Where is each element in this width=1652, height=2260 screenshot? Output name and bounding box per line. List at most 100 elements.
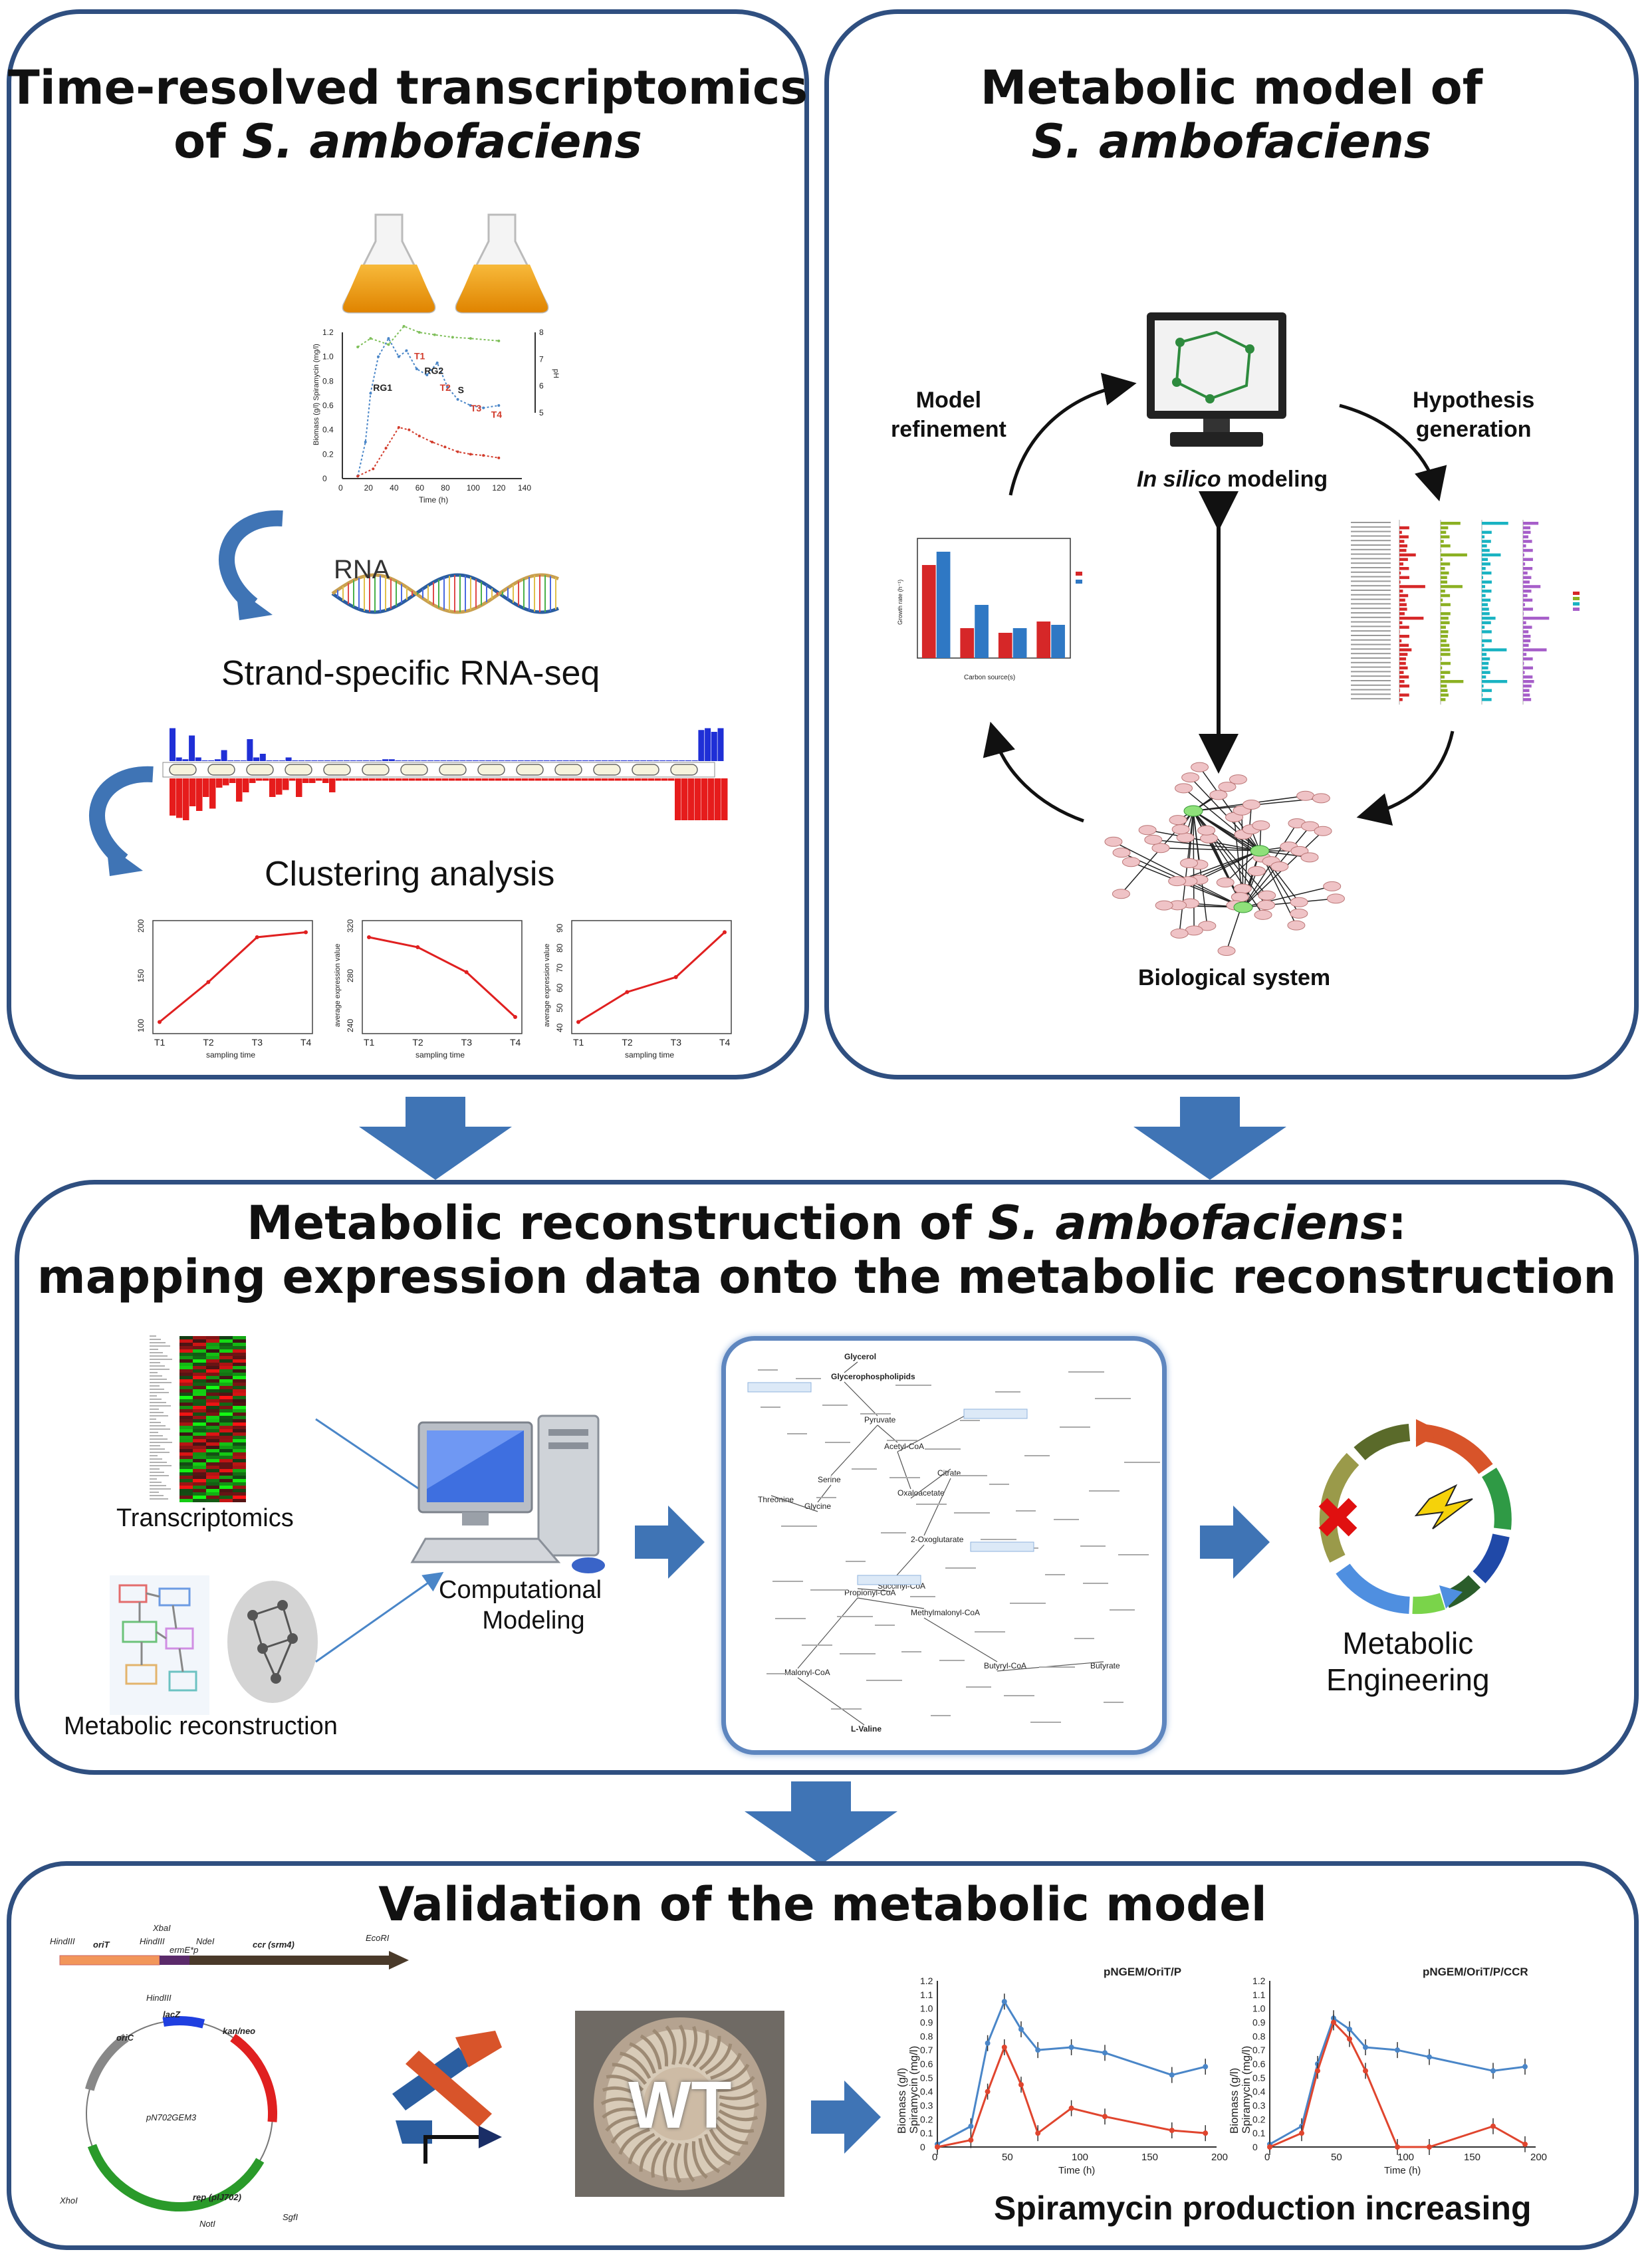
growth-biomass-line-point xyxy=(435,361,439,364)
row-label-placeholder xyxy=(1351,608,1391,610)
forward-strand-bar xyxy=(195,757,201,761)
growth-right-tick: 5 xyxy=(539,408,544,417)
val-x-label: Time (h) xyxy=(1384,2165,1421,2176)
forward-strand-bar xyxy=(472,760,479,761)
reverse-strand-bar xyxy=(289,778,296,781)
forward-strand-bar xyxy=(621,760,627,761)
heatmap-cell xyxy=(219,1472,233,1476)
pathway-metabolite: Oxaloacetate xyxy=(897,1488,945,1498)
heatmap-cell xyxy=(219,1469,233,1472)
heatmap-cell xyxy=(219,1482,233,1486)
panel2-title-species: S. ambofaciens xyxy=(1031,114,1432,169)
colony-ridge xyxy=(683,2142,695,2182)
growth-annotation: T1 xyxy=(414,350,425,361)
val-data-point xyxy=(1395,2144,1400,2150)
heatmap-cell xyxy=(179,1363,193,1366)
heatmap-cell xyxy=(193,1426,206,1429)
network-hub-node xyxy=(1233,901,1253,913)
hypothesis-bar xyxy=(1482,666,1488,670)
hypothesis-bar xyxy=(1399,635,1409,638)
heatmap-cell xyxy=(179,1379,193,1383)
hypothesis-bar xyxy=(1482,616,1496,620)
network-node xyxy=(1290,897,1308,907)
hypothesis-bar xyxy=(1441,639,1447,643)
cluster-y-tick: 240 xyxy=(346,1019,355,1032)
pathway-metabolite: Methylmalonyl-CoA xyxy=(911,1608,980,1617)
heatmap-cell xyxy=(179,1419,193,1422)
heatmap-cell xyxy=(233,1349,246,1353)
forward-strand-bar xyxy=(208,760,215,761)
heatmap-cell xyxy=(193,1432,206,1436)
val-y-tick: 1.1 xyxy=(1252,1989,1266,2000)
wt-label: WT xyxy=(628,2068,732,2142)
hypothesis-bar xyxy=(1523,553,1524,557)
network-node xyxy=(1257,900,1276,911)
gene-box xyxy=(516,764,544,776)
rna-wave-icon xyxy=(331,573,559,614)
heatmap-cell xyxy=(179,1432,193,1436)
heatmap-cell xyxy=(233,1376,246,1379)
growth-ph-line-point xyxy=(433,333,436,336)
heatmap-cell xyxy=(193,1486,206,1489)
cluster-point xyxy=(464,970,469,974)
cluster-point xyxy=(625,990,630,994)
hypothesis-bar xyxy=(1399,689,1401,693)
right-arrow-icon xyxy=(635,1506,705,1579)
network-edge xyxy=(1179,810,1194,934)
heatmap-cell xyxy=(206,1462,219,1466)
growth-biomass-line-point xyxy=(446,386,449,389)
val-series-line xyxy=(937,2046,1206,2148)
heatmap-cell xyxy=(193,1416,206,1419)
heatmap-cell xyxy=(193,1403,206,1406)
heatmap-cell xyxy=(193,1436,206,1439)
forward-strand-bar xyxy=(646,760,653,761)
row-label-placeholder xyxy=(1351,598,1391,600)
reverse-strand-bar xyxy=(502,778,509,781)
model-refinement-line1: Model xyxy=(915,388,982,413)
pathway-minor-label xyxy=(1039,1666,1075,1668)
reverse-strand-bar xyxy=(389,778,396,781)
heatmap-cell xyxy=(206,1399,219,1403)
pathway-minor-label xyxy=(1110,1609,1135,1611)
reverse-strand-bar xyxy=(435,778,442,781)
val-data-point xyxy=(1068,2045,1074,2050)
heatmap-cell xyxy=(219,1376,233,1379)
forward-strand-bar xyxy=(627,760,634,761)
heatmap-cell xyxy=(219,1459,233,1462)
val-x-tick: 100 xyxy=(1397,2152,1414,2163)
reverse-strand-bar xyxy=(535,778,542,781)
hypothesis-bar xyxy=(1482,540,1491,543)
heatmap-cell xyxy=(233,1426,246,1429)
reverse-strand-bar xyxy=(462,778,469,781)
heatmap-cell xyxy=(233,1399,246,1403)
in-silico-label: In silico modeling xyxy=(1137,467,1328,493)
biological-system-label: Biological system xyxy=(1138,965,1331,990)
pathway-metabolite: Glycerol xyxy=(844,1352,876,1361)
gene-box xyxy=(323,764,351,776)
hypothesis-bar xyxy=(1482,625,1485,629)
colony-ridge xyxy=(602,2107,642,2119)
panel1-title-species: S. ambofaciens xyxy=(242,114,642,169)
heatmap-cell xyxy=(193,1356,206,1359)
network-node xyxy=(1217,946,1236,957)
heatmap-cell xyxy=(233,1429,246,1432)
heatmap-cell xyxy=(219,1412,233,1416)
reverse-strand-bar xyxy=(522,778,529,781)
colony-ridge xyxy=(662,2142,675,2182)
biological-network-graph xyxy=(1104,762,1345,957)
hypothesis-bar xyxy=(1523,544,1526,548)
pathway-metabolite: Malonyl-CoA xyxy=(784,1668,830,1677)
hypothesis-bar xyxy=(1441,671,1451,674)
reverse-strand-bar xyxy=(349,778,356,781)
panel-transcriptomics xyxy=(7,9,809,1079)
network-edge xyxy=(1183,788,1260,851)
hypothesis-bar xyxy=(1399,530,1402,534)
hypothesis-bar xyxy=(1523,661,1524,665)
reverse-strand-bar xyxy=(515,778,522,781)
val-data-point xyxy=(1102,2050,1108,2056)
heatmap-cell xyxy=(206,1346,219,1349)
reverse-strand-bar xyxy=(708,778,715,820)
reverse-strand-bar xyxy=(302,778,309,783)
growth-x-tick: 40 xyxy=(390,483,399,493)
network-node xyxy=(1171,824,1190,835)
